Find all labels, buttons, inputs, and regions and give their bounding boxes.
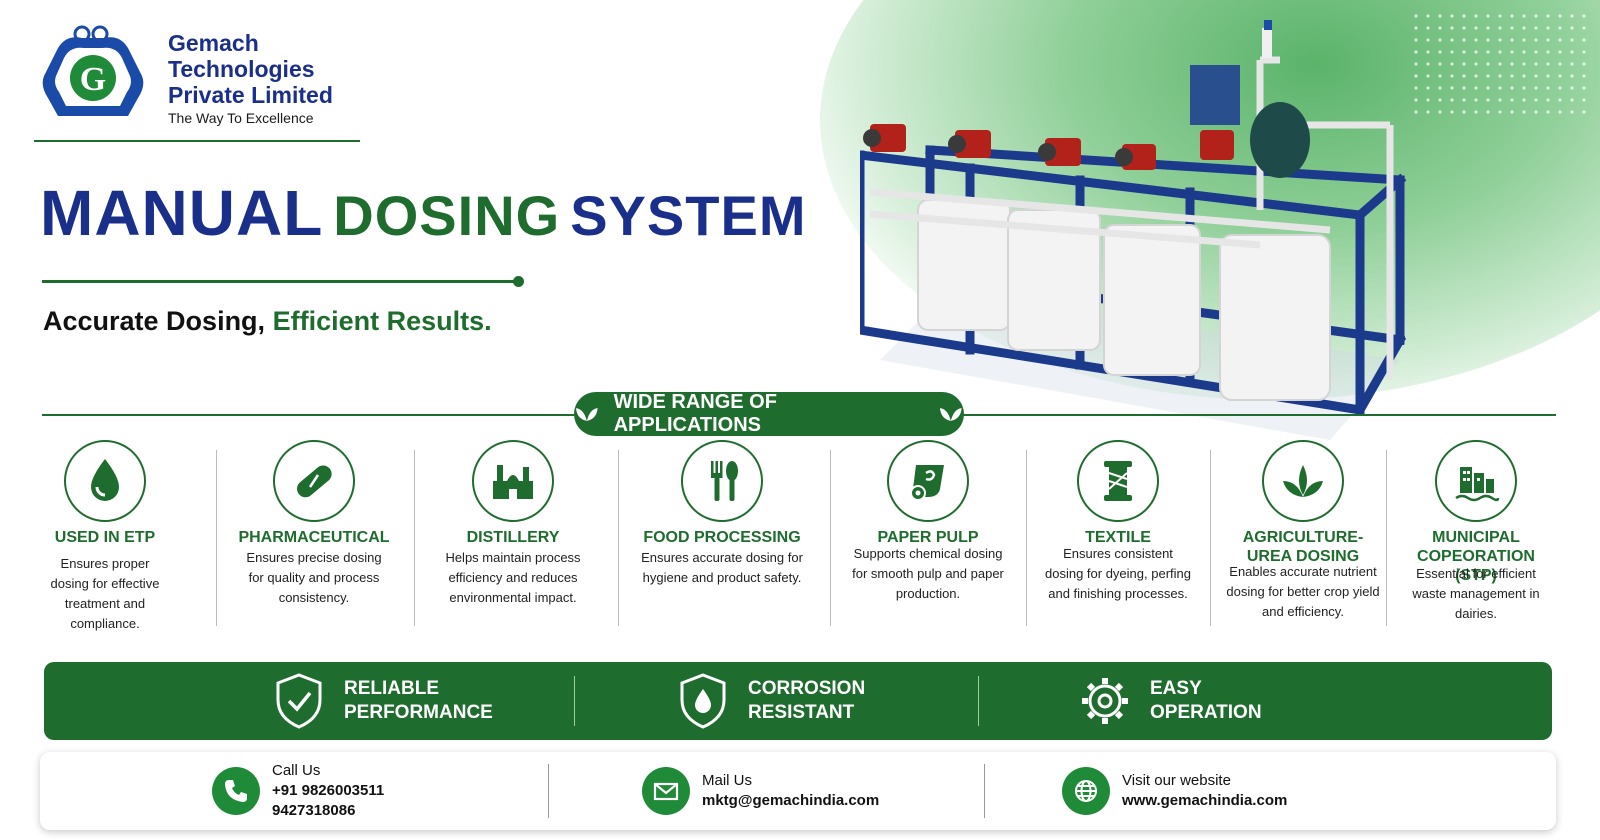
- mail-icon: [642, 767, 690, 815]
- application-description: Helps maintain process efficiency and re…: [445, 550, 581, 605]
- company-tagline: The Way To Excellence: [168, 110, 314, 126]
- application-description: Ensures consistent dosing for dyeing, pe…: [1045, 546, 1191, 601]
- application-description: Enables accurate nutrient dosing for bet…: [1226, 564, 1380, 619]
- contact-divider: [984, 764, 985, 818]
- feature-divider: [574, 676, 575, 726]
- application-description: Ensures proper dosing for effective trea…: [50, 556, 160, 631]
- globe-icon: [1062, 767, 1110, 815]
- column-divider: [1026, 450, 1027, 626]
- feature-label: RELIABLE PERFORMANCE: [344, 678, 493, 723]
- company-name-line3: Private Limited: [168, 82, 333, 108]
- dosing-machine-illustration: [860, 20, 1407, 440]
- contact-divider: [548, 764, 549, 818]
- gemach-logo-icon: G: [42, 25, 144, 116]
- contact-phone-2[interactable]: 9427318086: [272, 802, 356, 819]
- application-title: FOOD PROCESSING: [643, 529, 801, 546]
- contact-website-text: Visit our website www.gemachindia.com: [1122, 771, 1287, 811]
- application-municipal: MUNICIPAL COPEORATION (STP) Essential fo…: [1394, 440, 1558, 636]
- application-title-line2: COPEORATION (STP): [1417, 548, 1535, 584]
- application-title-line1: AGRICULTURE-: [1242, 529, 1364, 546]
- city-buildings-icon: [1435, 440, 1517, 522]
- contact-call-label: Call Us: [272, 762, 321, 779]
- applications-banner: WIDE RANGE OF APPLICATIONS: [574, 391, 964, 436]
- contact-mail: Mail Us mktg@gemachindia.com: [642, 752, 879, 830]
- contact-call: Call Us +91 9826003511 9427318086: [212, 752, 384, 830]
- application-description: Ensures accurate dosing for hygiene and …: [641, 550, 803, 585]
- company-name: Gemach Technologies Private Limited: [168, 30, 333, 108]
- contact-call-text: Call Us +91 9826003511 9427318086: [272, 761, 384, 821]
- subheading-part2: Efficient Results.: [272, 306, 492, 336]
- application-textile: TEXTILE Ensures consistent dosing for dy…: [1040, 440, 1196, 636]
- thread-spool-icon: [1077, 440, 1159, 522]
- title-word-dosing: DOSING: [333, 184, 561, 247]
- company-name-line2: Technologies: [168, 56, 315, 82]
- contact-email-link[interactable]: mktg@gemachindia.com: [702, 792, 880, 809]
- phone-icon: [212, 767, 260, 815]
- application-pharmaceutical: PHARMACEUTICAL Ensures precise dosing fo…: [236, 440, 392, 636]
- leaf-left-icon: [575, 408, 598, 421]
- shield-check-icon: [276, 673, 322, 729]
- feature-label: CORROSION RESISTANT: [748, 678, 866, 723]
- contact-website: Visit our website www.gemachindia.com: [1062, 752, 1287, 830]
- shield-drop-icon: [680, 673, 726, 729]
- column-divider: [618, 450, 619, 626]
- application-etp: USED IN ETP Ensures proper dosing for ef…: [40, 440, 170, 636]
- features-bar: RELIABLE PERFORMANCE CORROSION RESISTANT…: [44, 662, 1552, 740]
- logo-letter: G: [80, 61, 106, 98]
- background-dots: [1410, 10, 1590, 120]
- column-divider: [830, 450, 831, 626]
- application-agriculture: AGRICULTURE- UREA DOSING Enables accurat…: [1218, 440, 1388, 636]
- subheading: Accurate Dosing, Efficient Results.: [43, 306, 492, 337]
- column-divider: [1386, 450, 1387, 626]
- column-divider: [1210, 450, 1211, 626]
- feature-label: EASY OPERATION: [1150, 678, 1262, 723]
- title-underline: [42, 276, 524, 287]
- title-word-manual: MANUAL: [40, 177, 324, 249]
- application-distillery: DISTILLERY Helps maintain process effici…: [432, 440, 594, 636]
- subheading-part1: Accurate Dosing,: [43, 306, 266, 336]
- application-title: TEXTILE: [1085, 529, 1151, 546]
- feature-easy-operation: EASY OPERATION: [1078, 662, 1262, 740]
- pill-capsule-icon: [273, 440, 355, 522]
- water-drop-icon: [64, 440, 146, 522]
- feature-divider: [978, 676, 979, 726]
- feature-corrosion-resistant: CORROSION RESISTANT: [676, 662, 865, 740]
- company-name-line1: Gemach: [168, 30, 259, 56]
- application-paper-pulp: PAPER PULP Supports chemical dosing for …: [848, 440, 1008, 636]
- logo-divider: [34, 140, 360, 142]
- column-divider: [216, 450, 217, 626]
- application-description: Supports chemical dosing for smooth pulp…: [852, 546, 1004, 601]
- contact-website-link[interactable]: www.gemachindia.com: [1122, 792, 1288, 809]
- distillery-factory-icon: [472, 440, 554, 522]
- company-logo: G Gemach Technologies Private Limited Th…: [34, 24, 364, 146]
- application-title-line1: MUNICIPAL: [1432, 529, 1520, 546]
- fork-spoon-icon: [681, 440, 763, 522]
- title-word-system: SYSTEM: [570, 184, 807, 247]
- application-title: PHARMACEUTICAL: [238, 529, 390, 546]
- feature-reliable-performance: RELIABLE PERFORMANCE: [272, 662, 493, 740]
- contact-website-label: Visit our website: [1122, 772, 1231, 789]
- application-title: USED IN ETP: [54, 529, 156, 546]
- application-title: MUNICIPAL COPEORATION (STP): [1394, 528, 1558, 585]
- plant-leaves-icon: [1262, 440, 1344, 522]
- gear-icon: [1082, 678, 1128, 724]
- application-title: PAPER PULP: [877, 529, 979, 546]
- contact-bar: Call Us +91 9826003511 9427318086 Mail U…: [40, 752, 1556, 830]
- contact-mail-label: Mail Us: [702, 772, 753, 789]
- application-title-line2: UREA DOSING: [1246, 548, 1360, 565]
- column-divider: [414, 450, 415, 626]
- application-title: AGRICULTURE- UREA DOSING: [1218, 528, 1388, 566]
- contact-mail-text: Mail Us mktg@gemachindia.com: [702, 771, 879, 811]
- applications-banner-label: WIDE RANGE OF APPLICATIONS: [613, 391, 777, 436]
- paper-roll-icon: [887, 440, 969, 522]
- application-description: Ensures precise dosing for quality and p…: [246, 550, 382, 605]
- leaf-right-icon: [940, 408, 963, 421]
- contact-phone-1[interactable]: +91 9826003511: [272, 782, 385, 799]
- application-title: DISTILLERY: [466, 529, 560, 546]
- application-food-processing: FOOD PROCESSING Ensures accurate dosing …: [636, 440, 808, 636]
- applications-list: USED IN ETP Ensures proper dosing for ef…: [40, 440, 1560, 636]
- application-description: Essential for efficient waste management…: [1412, 566, 1540, 621]
